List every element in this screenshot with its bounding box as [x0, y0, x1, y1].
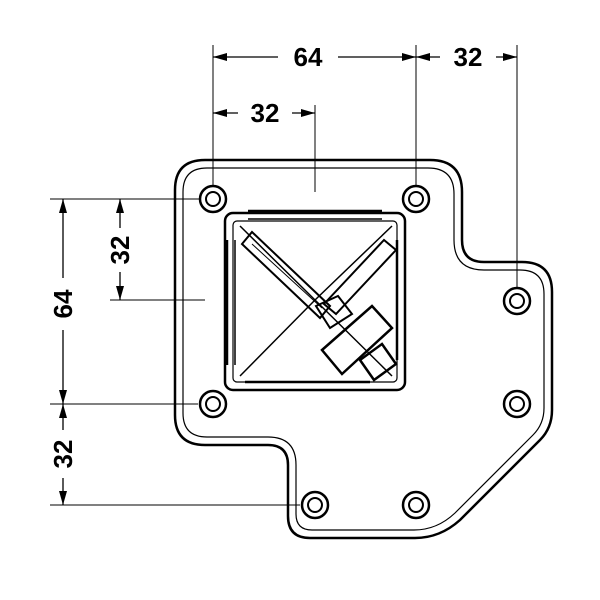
plate-outline	[173, 158, 554, 540]
dimension-label-left-outer: 64	[48, 289, 78, 318]
dimension-label-top-right: 32	[454, 42, 483, 72]
recessed-pocket	[223, 209, 407, 392]
dimension-label-left-inner: 32	[105, 236, 135, 265]
folding-handle	[240, 230, 398, 382]
screw-hole-right-upper	[502, 286, 532, 316]
dimension-label-left-bottom: 32	[48, 440, 78, 469]
screw-hole-bottom-right	[401, 490, 431, 520]
screw-hole-mid-left	[198, 389, 228, 419]
screw-hole-right-lower	[502, 389, 532, 419]
screw-hole-top-right	[401, 184, 431, 214]
screw-holes	[198, 184, 532, 520]
dimension-lines	[50, 45, 518, 506]
dimension-label-top-outer: 64	[294, 42, 323, 72]
screw-hole-top-left	[198, 184, 228, 214]
screw-hole-bottom-left	[300, 490, 330, 520]
dimension-label-top-inner: 32	[251, 98, 280, 128]
